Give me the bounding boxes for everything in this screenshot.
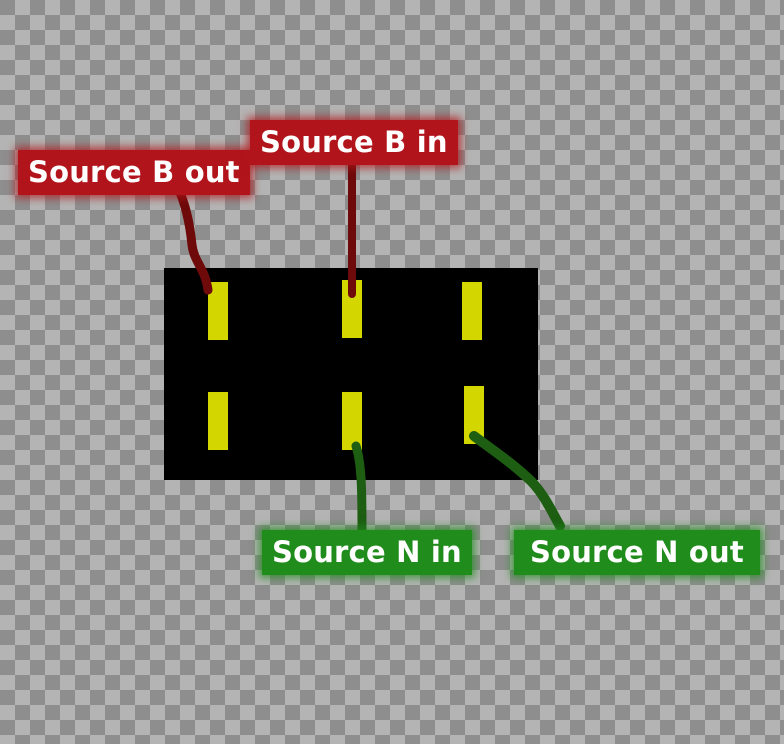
terminal-bottom-left <box>208 392 228 450</box>
terminal-top-middle <box>342 280 362 338</box>
terminal-bottom-right <box>464 386 484 444</box>
terminal-top-left <box>208 282 228 340</box>
source-n-out-label: Source N out <box>514 530 760 575</box>
source-b-out-label: Source B out <box>18 150 250 195</box>
source-n-in-label: Source N in <box>262 530 472 575</box>
terminal-top-right <box>462 282 482 340</box>
source-b-in-label: Source B in <box>250 120 458 165</box>
terminal-bottom-middle <box>342 392 362 450</box>
